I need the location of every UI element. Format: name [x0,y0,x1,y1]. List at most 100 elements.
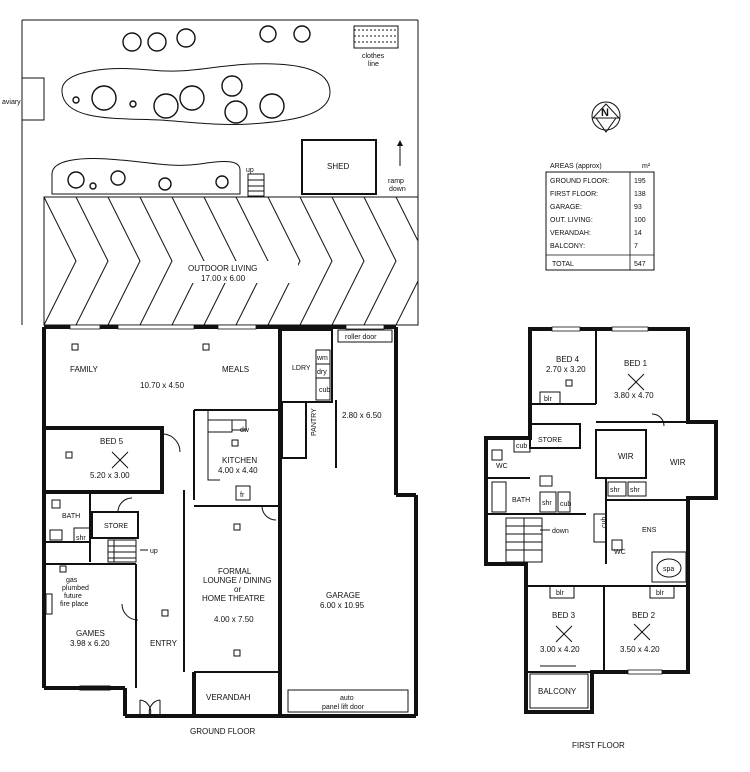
aviary [21,77,45,121]
areas-title: AREAS (approx) [550,163,602,170]
tree-group-top [122,25,311,52]
formal-line-4: HOME THEATRE [202,594,265,603]
bed3-label: BED 3 [552,611,576,620]
bed4-label: BED 4 [556,355,580,364]
areas-row-value: 138 [634,191,646,198]
steps-up: up [246,167,265,197]
line-label: line [368,61,379,68]
shed [301,139,377,195]
dry-label: dry [317,369,327,376]
fireplace-line-3: future [64,593,82,600]
bed1-dims: 3.80 x 4.70 [614,391,654,400]
pantry-label: PANTRY [311,408,318,436]
ramp: ramp down [388,140,406,193]
bed2-dims: 3.50 x 4.20 [620,645,660,654]
wir2-label: WIR [670,458,686,467]
compass-letter: N [601,107,609,119]
areas-unit: m² [642,163,651,170]
bed5 [42,426,164,494]
bath-first-label: BATH [512,497,530,504]
roller-door [337,329,393,343]
first-cub-label: cub [516,443,527,450]
bed2-blr-label: blr [656,590,664,597]
ldry-label: LDRY [292,365,311,372]
areas-row-label: BALCONY: [550,243,585,250]
bath-label: BATH [62,513,80,520]
bed2-label: BED 2 [632,611,656,620]
ground-floor-plan: FAMILY MEALS 10.70 x 4.50 LDRY wm dry cu… [42,324,418,736]
bath-shr-label: shr [542,500,552,507]
first-floor-plan: BED 4 2.70 x 3.20 blr BED 1 3.80 x 4.70 … [484,326,718,750]
clothes-label: clothes [362,53,385,60]
ldry-cub-label: cub [319,387,330,394]
balcony-label: BALCONY [538,687,577,696]
verandah-label: VERANDAH [206,693,251,702]
shed-label: SHED [327,162,349,171]
outdoor-living-dims: 17.00 x 6.00 [201,274,246,283]
bed1-label: BED 1 [624,359,648,368]
ground-floor-title: GROUND FLOOR [190,727,256,736]
pantry [281,401,307,459]
ens-wc-label: WC [614,549,626,556]
ens-label: ENS [642,527,657,534]
tree-group-1 [72,75,285,124]
bed4-blr-label: blr [544,396,552,403]
ground-shr-label: shr [76,535,86,542]
steps-up-label: up [246,167,254,174]
ens-shr-2: shr [630,487,640,494]
meals-label: MEALS [222,365,249,374]
first-floor-title: FIRST FLOOR [572,741,625,750]
ens-cub-label: cub [601,517,608,528]
fr-label: fr [240,492,245,499]
formal-dims: 4.00 x 7.50 [214,615,254,624]
wm-label: wm [316,355,328,362]
family-label: FAMILY [70,365,99,374]
areas-row-label: VERANDAH: [550,230,591,237]
fireplace-line-2: plumbed [62,585,89,592]
garage-door-label: panel lift door [322,704,365,711]
spa [651,551,687,583]
site-area: aviary clothes line [2,19,419,326]
games-label: GAMES [76,629,105,638]
areas-rows: GROUND FLOOR: 195 FIRST FLOOR: 138 GARAG… [550,178,646,250]
bed5-label: BED 5 [100,437,124,446]
outdoor-living-label: OUTDOOR LIVING [188,264,257,273]
store-first-label: STORE [538,437,562,444]
garage-label: GARAGE [326,591,360,600]
bed3-blr-label: blr [556,590,564,597]
stairs-up-label: up [150,548,158,555]
fireplace-line-1: gas [66,577,78,584]
store-first [529,423,581,449]
areas-row-label: FIRST FLOOR: [550,191,598,198]
kitchen-label: KITCHEN [222,456,257,465]
spa-label: spa [663,566,674,573]
formal-line-3: or [234,585,241,594]
areas-row-value: 93 [634,204,642,211]
kitchen-dims: 4.00 x 4.40 [218,466,258,475]
paving-chevrons [43,196,419,326]
ramp-label: ramp [388,178,404,185]
areas-total-label: TOTAL [552,261,574,268]
ens-shr-1: shr [610,487,620,494]
entry-label: ENTRY [150,639,178,648]
wir-1 [595,429,647,479]
wc-upper-label: WC [496,463,508,470]
garden-bed-2 [51,158,241,195]
aviary-label: aviary [2,99,21,106]
stairs-down-label: down [552,528,569,535]
areas-row-label: GROUND FLOOR: [550,178,609,185]
areas-table: AREAS (approx) m² GROUND FLOOR: 195 FIRS… [545,163,655,271]
ground-stairs: up [107,539,158,563]
bed5-dims: 5.20 x 3.00 [90,471,130,480]
areas-row-label: OUT. LIVING: [550,217,593,224]
side-garage-dims: 2.80 x 6.50 [342,411,382,420]
wir1-label: WIR [618,452,634,461]
roller-door-label: roller door [345,334,377,341]
family-meals-dims: 10.70 x 4.50 [140,381,185,390]
garden-bed-1 [61,63,331,126]
areas-row-label: GARAGE: [550,204,582,211]
fireplace-line-4: fire place [60,601,89,608]
first-stairs: down [505,517,569,563]
tree-group-2 [67,170,229,191]
